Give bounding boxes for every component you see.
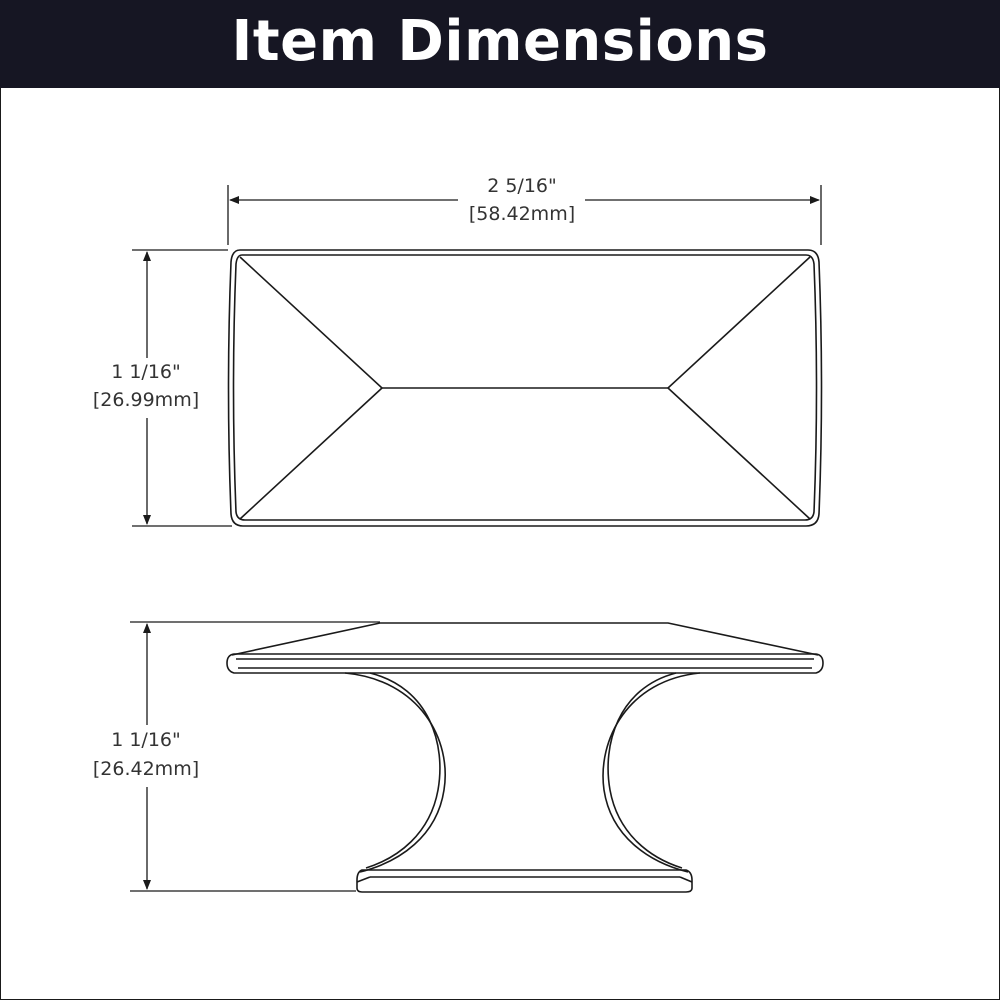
- header-bar: Item Dimensions: [0, 0, 1000, 88]
- side-height-imperial-label: 1 1/16": [111, 729, 181, 751]
- top-height-dimension: [132, 249, 232, 527]
- top-view-inner-edge: [232, 254, 818, 521]
- side-height-metric-label: [26.42mm]: [93, 758, 199, 780]
- facet-line-bottom-left: [239, 387, 383, 520]
- width-imperial-label: 2 5/16": [487, 175, 557, 197]
- facet-line-top-left: [239, 256, 383, 389]
- side-view-stem-left-outer: [344, 672, 446, 873]
- facet-line-top-right: [667, 256, 811, 389]
- side-view-cap: [226, 653, 824, 674]
- side-view-stem-left-inner: [365, 672, 441, 869]
- width-dimension: [227, 185, 822, 245]
- side-view-base-left-bevel: [356, 876, 371, 883]
- width-metric-label: [58.42mm]: [469, 203, 575, 225]
- side-view-outline: [226, 622, 824, 893]
- side-height-dimension: [130, 621, 380, 892]
- facet-line-bottom-right: [667, 387, 811, 520]
- side-view-base: [356, 869, 693, 893]
- top-view-outline: [227, 249, 823, 527]
- side-view-stem-right-outer: [602, 672, 701, 873]
- side-view-base-right-bevel: [679, 876, 693, 883]
- side-view-stem-right-inner: [607, 672, 683, 869]
- side-view-top-face: [231, 622, 819, 656]
- top-height-imperial-label: 1 1/16": [111, 361, 181, 383]
- top-height-metric-label: [26.99mm]: [93, 389, 199, 411]
- page-title: Item Dimensions: [231, 8, 769, 74]
- top-view-outer-edge: [227, 249, 823, 527]
